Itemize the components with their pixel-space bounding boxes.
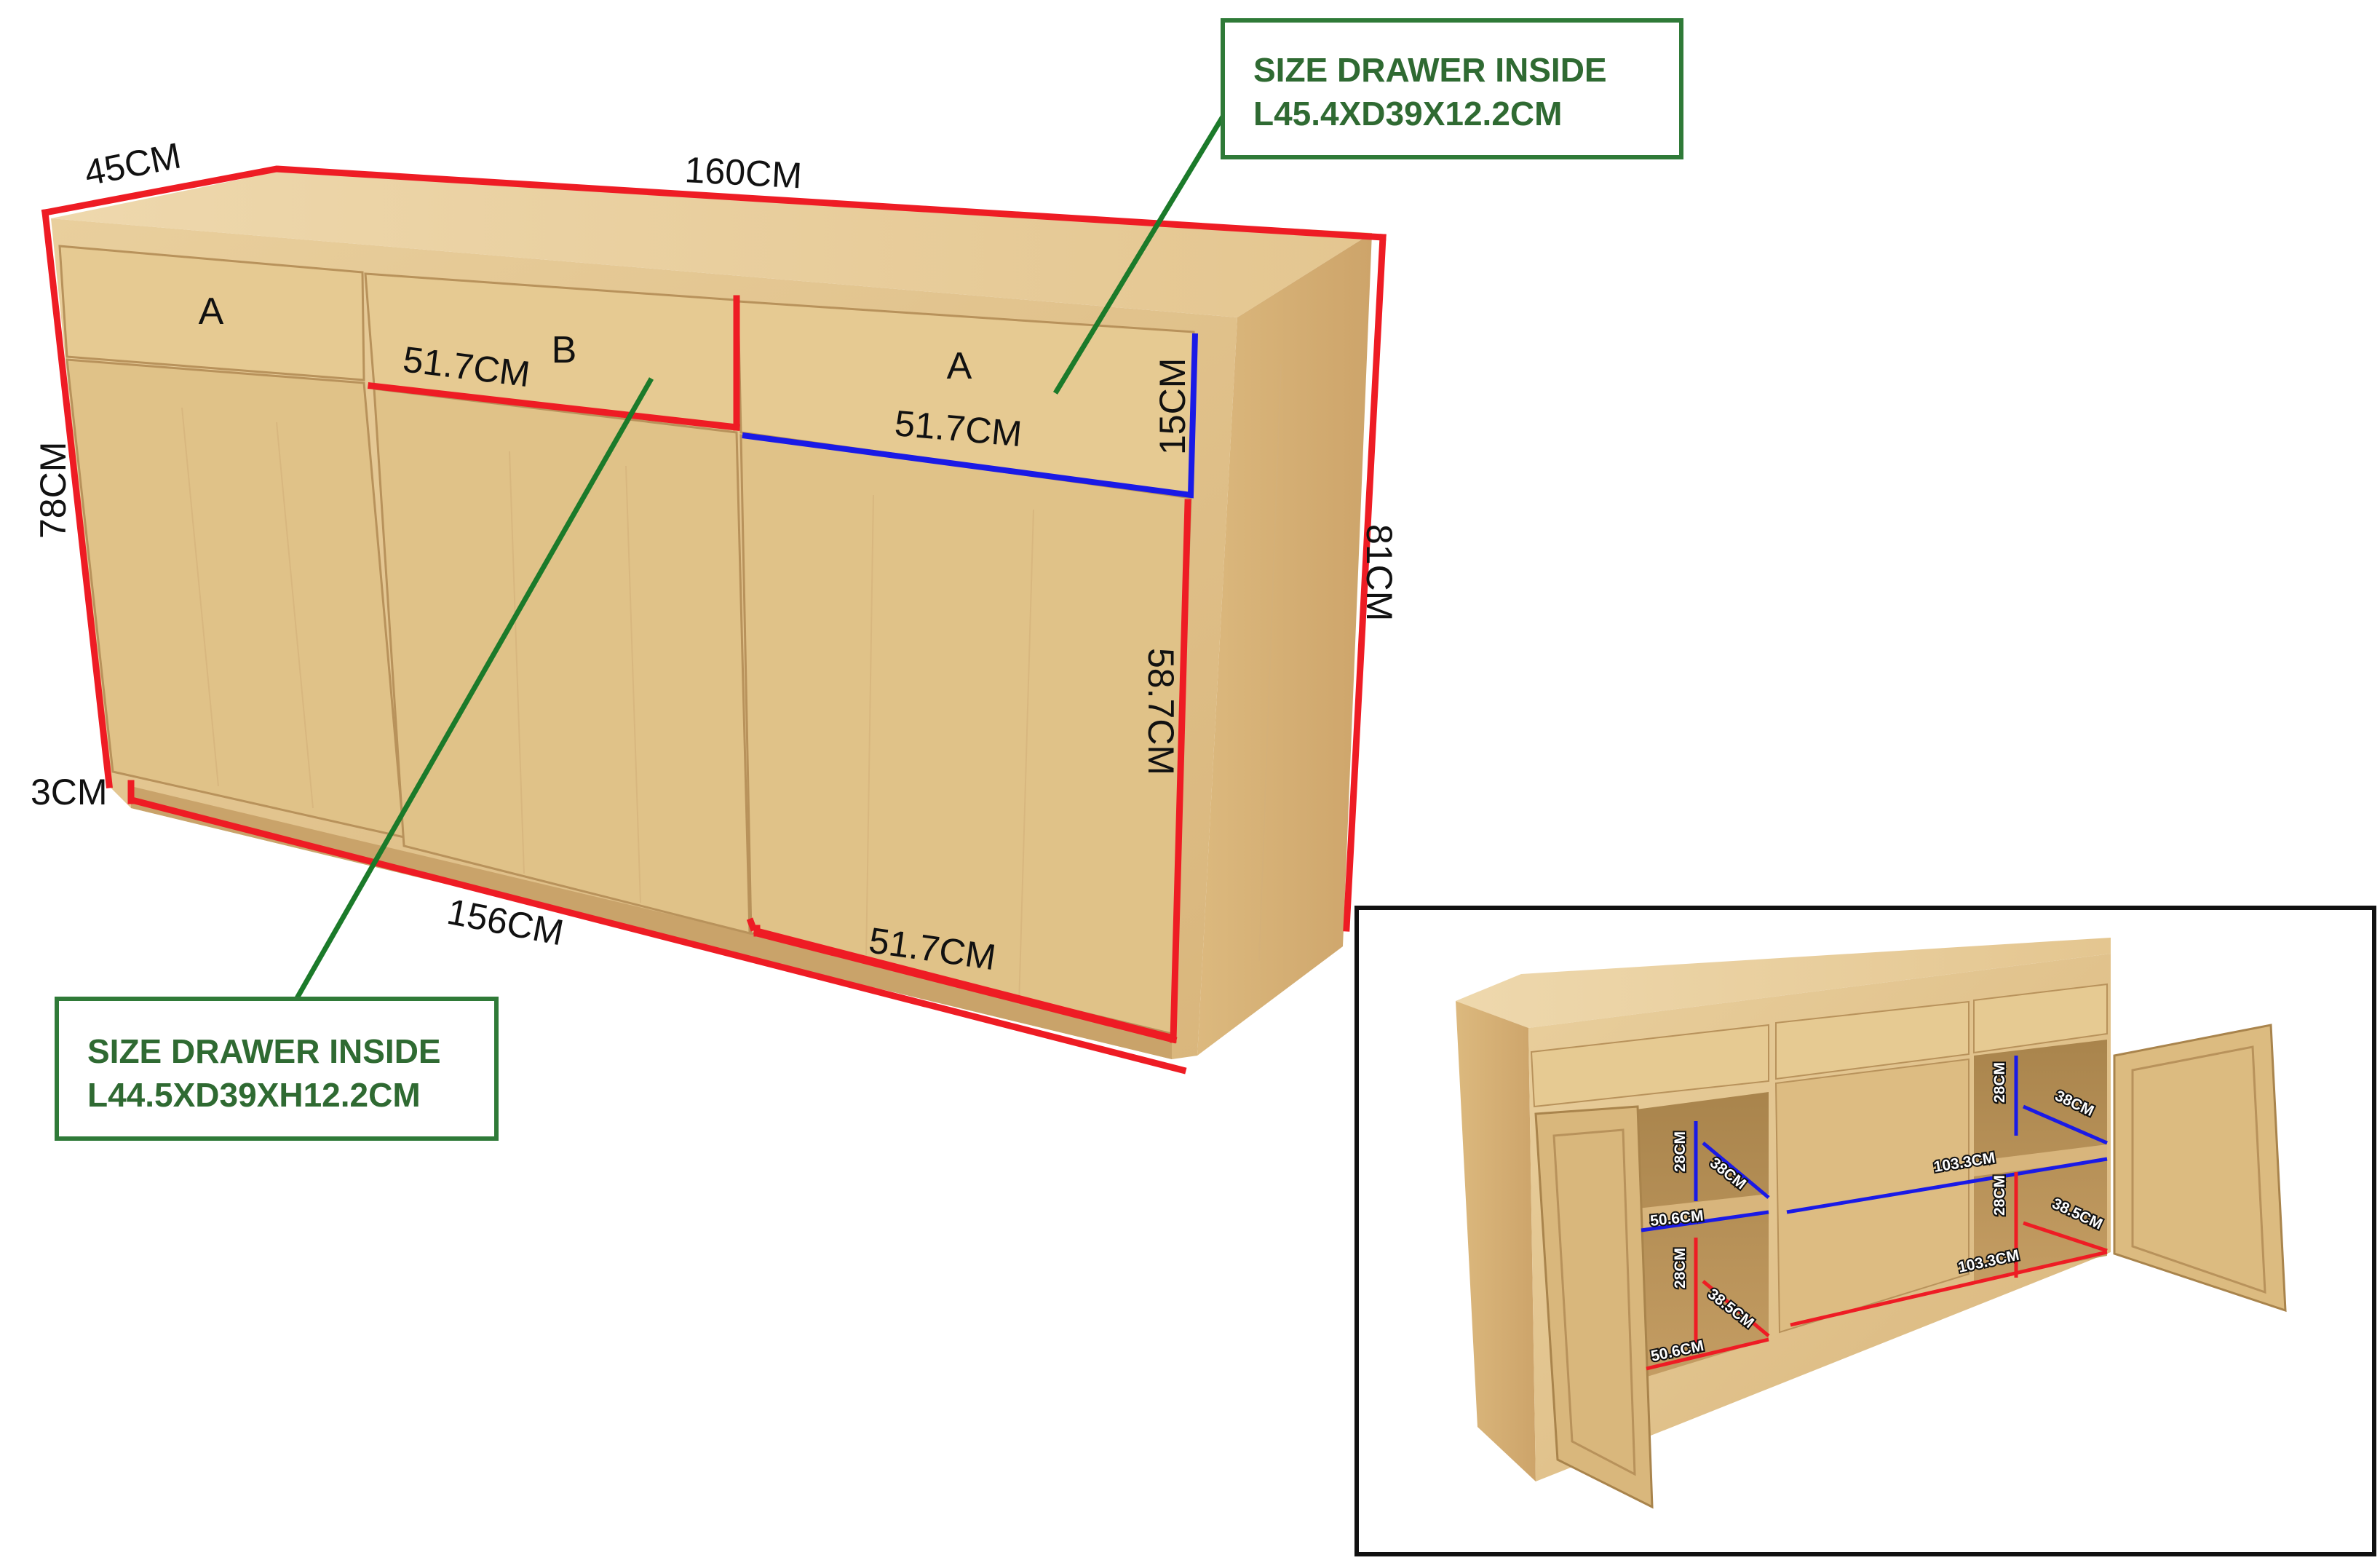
inset-left-compartment [1630,1092,1769,1380]
note-top-line1: SIZE DRAWER INSIDE [1253,51,1607,89]
door-left [66,358,405,839]
inset-left-door-open [1534,1105,1654,1509]
inset-middle-door [1774,1058,1970,1334]
note-bottom-line1: SIZE DRAWER INSIDE [87,1032,441,1070]
plinth [131,786,1172,1059]
door-right-bottom-edge [753,927,1175,1042]
inset-left-upper-height: 28CM [1672,1131,1689,1172]
inset-left-shelf [1638,1194,1769,1230]
inset-drawer-right [1973,983,2108,1054]
inset-left-side [1456,1001,1536,1481]
dim-drawer-height: 15CM [1152,358,1193,455]
inset-left-lower-height: 28CM [1672,1248,1689,1289]
inset-right-door-open [2113,1024,2287,1313]
leader-line-top [1053,109,1229,395]
dim-width: 160CM [683,149,803,196]
dim-depth: 45CM [81,135,184,193]
blue-dimension-lines [742,333,1198,499]
dim-door-height: 58.7CM [1141,648,1181,775]
inset-panel: 28CM 38CM 50.6CM 28CM 38.5CM 50.6CM 103.… [1354,906,2376,1556]
inset-right-door-panel [2131,1045,2266,1294]
note-top-line2: L45.4XD39X12.2CM [1253,95,1562,132]
sideboard-main [51,172,1372,1059]
door-middle [373,387,751,935]
top-surface [51,172,1372,317]
note-box-top: SIZE DRAWER INSIDE L45.4XD39X12.2CM [1221,18,1683,159]
note-bottom-line2: L44.5XD39XH12.2CM [87,1076,421,1114]
inset-right-upper-height: 28CM [1991,1062,2008,1103]
dim-height-body: 78CM [33,442,74,539]
red-dimension-lines [41,165,1387,1075]
dim-plinth: 3CM [31,772,108,812]
side-panel [1197,233,1372,1056]
inset-right-lower-height: 28CM [1991,1175,2008,1216]
drawer-label-left: A [199,290,224,333]
door-right-left-edge [746,917,758,932]
inset-drawer-left [1530,1024,1769,1108]
wood-grain [181,363,1282,1005]
dim-height-total: 81CM [1359,524,1400,621]
inset-top [1456,938,2111,1028]
inset-blue-lines [1641,1056,2108,1232]
drawer-label-middle: B [552,329,577,371]
leader-line-bottom [288,377,654,1010]
inset-left-door-panel [1552,1128,1636,1476]
note-box-bottom: SIZE DRAWER INSIDE L44.5XD39XH12.2CM [55,997,499,1141]
inset-red-lines [1646,1172,2108,1371]
drawer-label-right: A [947,345,972,387]
drawer-a-left [58,245,365,381]
inset-drawer-middle [1775,1000,1970,1080]
inset-right-shelf [1974,1144,2107,1176]
